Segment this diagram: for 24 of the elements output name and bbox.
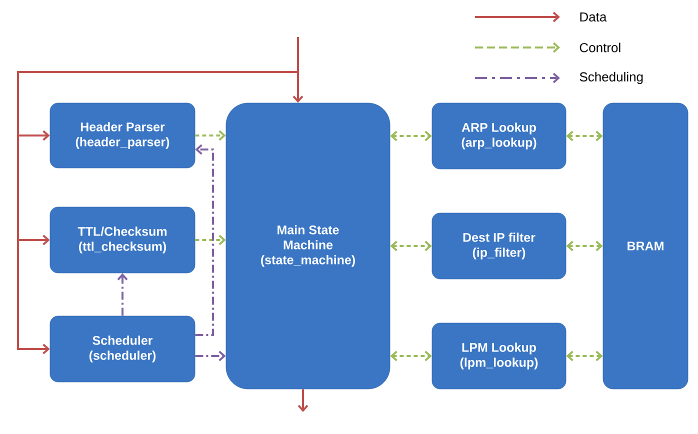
arrow xyxy=(390,130,432,142)
process-box: Main State Machine (state_machine) xyxy=(226,102,390,390)
arrow xyxy=(195,144,214,336)
arrow xyxy=(566,130,603,142)
arrow xyxy=(390,240,432,252)
legend-text: Control xyxy=(580,42,620,52)
arrow xyxy=(195,234,226,246)
process-box: TTL/Checksum (ttl_checksum) xyxy=(50,206,196,274)
arrow xyxy=(566,240,603,252)
process-box: BRAM xyxy=(602,102,688,390)
arrow xyxy=(298,389,308,412)
arrow xyxy=(117,273,128,316)
legend-text: Scheduling xyxy=(580,72,643,84)
arrow xyxy=(17,37,299,354)
arrow xyxy=(566,350,603,362)
process-box: Header Parser (header_parser) xyxy=(50,102,196,168)
process-box: LPM Lookup (lpm_lookup) xyxy=(432,322,566,390)
process-box: ARP Lookup (arp_lookup) xyxy=(432,102,566,170)
process-box: Scheduler (scheduler) xyxy=(50,316,196,382)
arrow xyxy=(195,130,226,141)
arrow xyxy=(390,350,432,362)
arrow xyxy=(195,350,226,362)
legend-text: Data xyxy=(580,12,607,22)
process-box: Dest IP filter (ip_filter) xyxy=(432,212,566,280)
